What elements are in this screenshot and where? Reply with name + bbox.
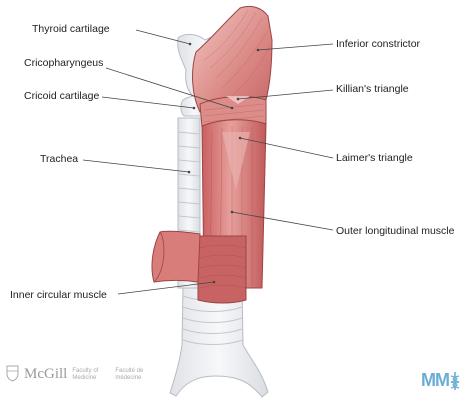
inferior-constrictor [192,5,273,113]
label-killians-triangle: Killian's triangle [336,83,409,95]
leader-cricoid [101,96,195,109]
label-inferior-constrictor: Inferior constrictor [336,38,421,50]
leader-trachea [82,159,190,173]
faculty-english: Faculty of Medicine [72,368,99,381]
inner-circular-muscle [197,235,247,304]
leader-cricopharyngeus [105,67,233,109]
faculty-french: Faculté de médecine [115,368,144,381]
mcgill-wordmark: McGill [24,366,68,382]
laimer-triangle [222,132,250,190]
mcgill-logo: McGill Faculty of Medicine Faculté de mé… [6,365,153,383]
label-thyroid-cartilage: Thyroid cartilage [32,23,110,35]
label-outer-longitudinal-muscle: Outer longitudinal muscle [336,225,455,237]
trachea-lower [169,284,269,398]
leader-inferior-constrictor [257,43,334,51]
mmi-text: MM [421,370,450,390]
leader-laimer [239,137,334,159]
caduceus-icon [450,371,460,390]
mcgill-crest-icon [6,365,19,382]
label-cricopharyngeus: Cricopharyngeus [24,57,104,69]
leader-lines [82,29,334,295]
leader-thyroid [135,29,191,45]
leader-outer-longitudinal [231,211,334,231]
label-cricoid-cartilage: Cricoid cartilage [24,90,100,102]
leader-killian [237,89,334,100]
leader-inner-circular [117,281,215,295]
mmi-logo: MM [421,370,461,391]
label-trachea: Trachea [40,153,79,165]
label-inner-circular-muscle: Inner circular muscle [10,289,107,301]
label-laimers-triangle: Laimer's triangle [336,152,413,164]
